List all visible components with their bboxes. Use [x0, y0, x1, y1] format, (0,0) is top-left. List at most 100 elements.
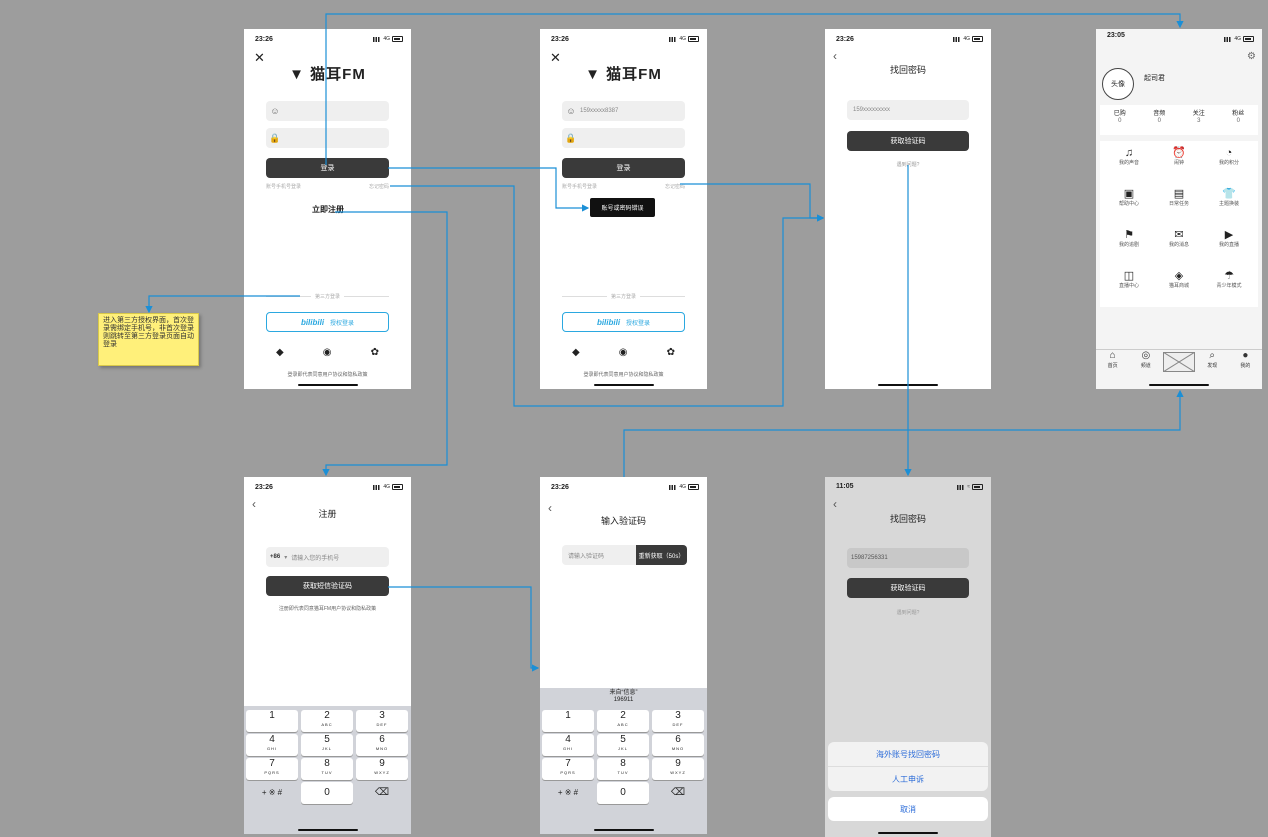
account-input[interactable]: ☺ [266, 101, 389, 121]
register-link[interactable]: 立即注册 [312, 205, 344, 214]
back-icon[interactable]: ‹ [833, 497, 837, 511]
phone-input[interactable]: +86 ▾ 请输入您的手机号 [266, 547, 389, 567]
qq-icon[interactable]: ◆ [572, 347, 580, 358]
wechat-icon[interactable]: ✿ [666, 347, 675, 358]
settings-gear-icon[interactable]: ⚙ [1247, 51, 1256, 62]
tab-item[interactable] [1162, 350, 1196, 374]
avatar[interactable]: 头像 [1102, 68, 1134, 100]
password-input[interactable]: 🔒 [266, 128, 389, 148]
stat-value: 0 [1236, 118, 1240, 124]
placeholder-image-icon [1162, 351, 1196, 373]
menu-item[interactable]: ✉我的消息 [1154, 229, 1204, 248]
weibo-icon[interactable]: ◉ [322, 347, 332, 358]
menu-item[interactable]: ▣帮助中心 [1104, 188, 1154, 207]
close-icon[interactable]: ✕ [254, 50, 265, 65]
resend-code-button[interactable]: 重新获取（50s） [636, 545, 687, 565]
phone-input[interactable]: 15987256331 [847, 548, 969, 568]
get-sms-code-button[interactable]: 获取短信验证码 [266, 576, 389, 596]
menu-item[interactable]: ⚑我的追剧 [1104, 229, 1154, 248]
keypad-symbols-key[interactable]: + ※ # [246, 782, 298, 804]
login-button[interactable]: 登录 [266, 158, 389, 178]
backspace-icon[interactable]: ⌫ [374, 787, 390, 798]
menu-item[interactable]: ♫我的声音 [1104, 147, 1154, 166]
tab-item[interactable]: ⌕发现 [1196, 350, 1229, 374]
account-input[interactable]: ☺159xxxxx8387 [562, 101, 685, 121]
status-right: ≈ [957, 484, 983, 490]
cat-logo-icon: ▼ [585, 66, 601, 83]
problem-link[interactable]: 遇到问题? [896, 610, 920, 616]
weibo-icon[interactable]: ◉ [618, 347, 628, 358]
tab-item[interactable]: ⌂首页 [1096, 350, 1129, 374]
forgot-password-link[interactable]: 忘记密码 [368, 184, 389, 190]
network-label: 4G [383, 36, 390, 42]
keypad-key[interactable]: 0 [597, 782, 649, 804]
phone-input[interactable]: 159xxxxxxxxx [847, 100, 969, 120]
menu-item[interactable]: ◈猫耳商城 [1154, 270, 1204, 289]
menu-item[interactable]: ▶我的直播 [1204, 229, 1254, 248]
app-logo-text: 猫耳FM [606, 66, 662, 83]
qq-icon[interactable]: ◆ [276, 347, 284, 358]
tab-item[interactable]: ●我的 [1229, 350, 1262, 374]
get-code-button[interactable]: 获取验证码 [847, 131, 969, 151]
screen-find-password-sheet: 11:05 ≈ ‹ 找回密码 15987256331 获取验证码 遇到问题? 海… [825, 477, 991, 837]
get-code-button[interactable]: 获取验证码 [847, 578, 969, 598]
menu-item[interactable]: ⏰闹钟 [1154, 147, 1204, 166]
overseas-account-option[interactable]: 海外账号找回密码 [828, 742, 988, 767]
cancel-button[interactable]: 取消 [900, 804, 916, 814]
home-indicator [1149, 384, 1209, 386]
phone-login-link[interactable]: 账号手机号登录 [562, 184, 598, 190]
signal-icon [953, 36, 962, 42]
battery-icon [972, 36, 983, 42]
back-icon[interactable]: ‹ [252, 497, 256, 511]
backspace-icon[interactable]: ⌫ [670, 787, 686, 798]
menu-item[interactable]: ◫直播中心 [1104, 270, 1154, 289]
keypad-symbols-key[interactable]: + ※ # [542, 782, 594, 804]
menu-item[interactable]: ▤日常任务 [1154, 188, 1204, 207]
user-name: 起司君 [1144, 75, 1165, 82]
back-icon[interactable]: ‹ [548, 501, 552, 515]
tab-item[interactable]: ◎频道 [1129, 350, 1162, 374]
menu-item[interactable]: ☂青少年模式 [1204, 270, 1254, 289]
keypad-key[interactable]: 1 [246, 710, 298, 732]
battery-icon [972, 484, 983, 490]
password-input[interactable]: 🔒 [562, 128, 685, 148]
country-code[interactable]: +86 [270, 554, 281, 560]
forgot-password-link[interactable]: 忘记密码 [664, 184, 685, 190]
menu-item[interactable]: 👕主题换装 [1204, 188, 1254, 207]
status-right: 4G [669, 36, 699, 42]
login-button[interactable]: 登录 [562, 158, 685, 178]
keypad-key[interactable]: 1 [542, 710, 594, 732]
back-icon[interactable]: ‹ [833, 49, 837, 63]
keypad-key[interactable]: 0 [301, 782, 353, 804]
menu-icon: ▶ [1224, 229, 1234, 241]
code-suggestion[interactable]: 来自“信息” 196911 [540, 690, 707, 704]
phone-login-link[interactable]: 账号手机号登录 [266, 184, 302, 190]
problem-link[interactable]: 遇到问题? [896, 162, 920, 168]
wechat-icon[interactable]: ✿ [370, 347, 379, 358]
manual-appeal-option[interactable]: 人工申诉 [892, 774, 924, 784]
menu-item[interactable]: ◔我的积分 [1204, 147, 1254, 166]
phone-placeholder: 159xxxxxxxxx [853, 107, 891, 113]
